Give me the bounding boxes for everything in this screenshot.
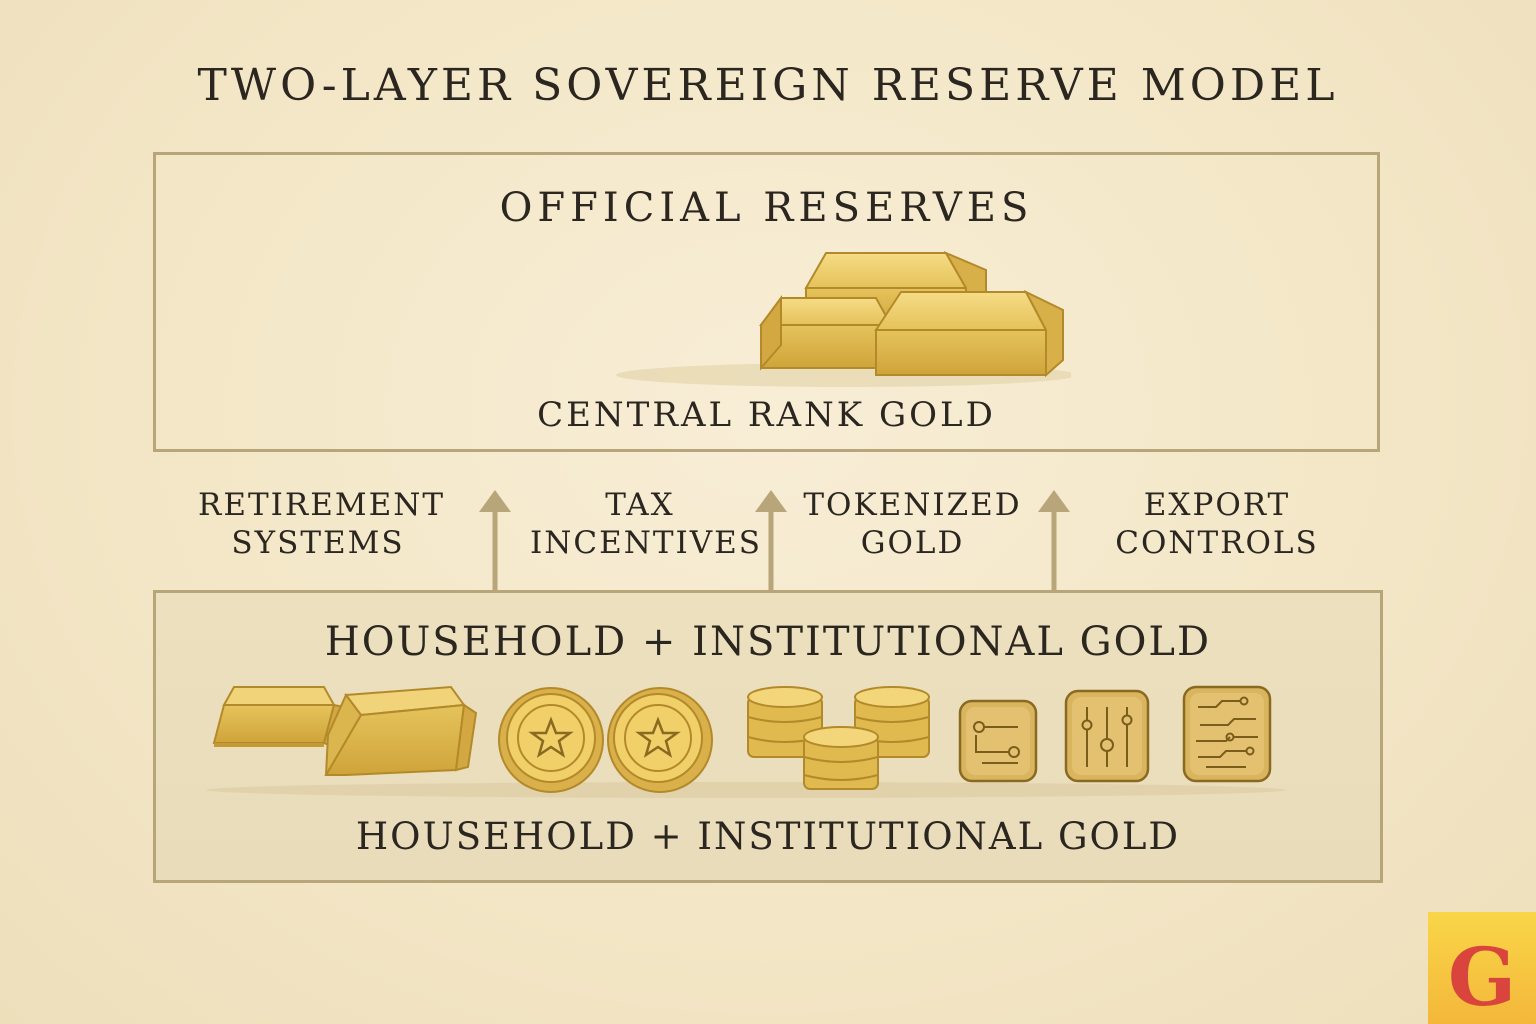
- household-institutional-caption: HOUSEHOLD + INSTITUTIONAL GOLD: [355, 815, 1181, 858]
- channel-label-line1: EXPORT: [1143, 487, 1291, 523]
- star-coin-icon: [607, 687, 713, 793]
- household-institutional-box: HOUSEHOLD + INSTITUTIONAL GOLD: [153, 590, 1383, 883]
- coin-stack-icon: [747, 686, 930, 790]
- official-reserves-heading: OFFICIAL RESERVES: [499, 185, 1034, 231]
- logo-letter: G: [1447, 930, 1517, 1024]
- central-bank-gold-label: CENTRAL RANK GOLD: [537, 395, 996, 435]
- up-arrow-icon: [755, 490, 787, 590]
- asset-icons-row: [206, 685, 1286, 798]
- stacked-gold-bars-icon: [616, 250, 1071, 387]
- gold-bar-icon: [212, 686, 346, 749]
- household-institutional-heading: HOUSEHOLD + INSTITUTIONAL GOLD: [324, 619, 1212, 665]
- diagram-title: TWO-LAYER SOVEREIGN RESERVE MODEL: [197, 60, 1339, 111]
- channel-label-line1: TAX: [605, 487, 675, 523]
- channel-retirement-systems: RETIREMENT SYSTEMS: [198, 486, 446, 562]
- channel-tokenized-gold: TOKENIZED GOLD: [800, 486, 1025, 562]
- channel-tax-incentives: TAX INCENTIVES: [530, 486, 763, 562]
- channel-label-line2: SYSTEMS: [231, 525, 405, 561]
- up-arrow-icon: [1038, 490, 1070, 590]
- channel-export-controls: EXPORT CONTROLS: [1112, 486, 1322, 562]
- channel-label-line1: RETIREMENT: [198, 487, 446, 523]
- gold-bar-icon: [324, 685, 478, 776]
- channel-label-line1: TOKENIZED: [803, 487, 1022, 523]
- channel-label-line2: CONTROLS: [1115, 525, 1319, 561]
- digital-token-icon: [958, 699, 1038, 783]
- channel-label-line2: GOLD: [860, 525, 965, 561]
- official-reserves-box: OFFICIAL RESERVES CENTRAL RANK GOLD: [153, 152, 1380, 452]
- brand-logo: G: [1428, 912, 1536, 1024]
- star-coin-icon: [498, 687, 604, 793]
- up-arrow-icon: [479, 490, 511, 590]
- digital-token-icon: [1182, 685, 1272, 783]
- digital-token-icon: [1064, 689, 1150, 783]
- channel-label-line2: INCENTIVES: [530, 525, 763, 561]
